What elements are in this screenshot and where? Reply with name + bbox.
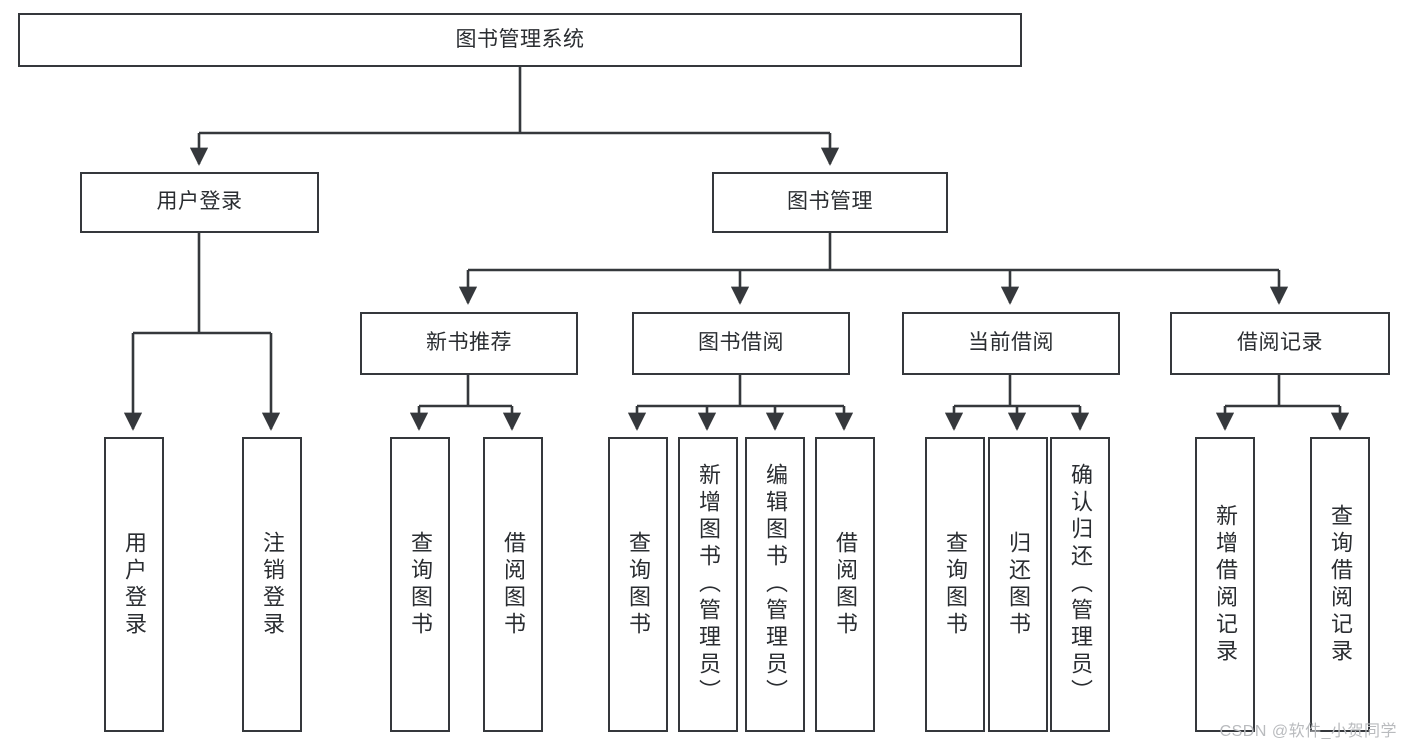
node-current-borrow-label: 当前借阅 [968, 331, 1054, 355]
node-book-borrow[interactable]: 图书借阅 [632, 312, 850, 375]
node-root[interactable]: 图书管理系统 [18, 13, 1022, 67]
node-leaf-add-book[interactable]: 新增图书（管理员） [678, 437, 738, 732]
watermark-text: CSDN @软件_小贺同学 [1219, 723, 1397, 740]
node-leaf-query-book-1[interactable]: 查询图书 [390, 437, 450, 732]
node-leaf-borrow-book-2[interactable]: 借阅图书 [815, 437, 875, 732]
node-borrow-records[interactable]: 借阅记录 [1170, 312, 1390, 375]
node-leaf-query-book-3-label: 查询图书 [943, 530, 968, 639]
node-current-borrow[interactable]: 当前借阅 [902, 312, 1120, 375]
node-leaf-edit-book[interactable]: 编辑图书（管理员） [745, 437, 805, 732]
node-book-management[interactable]: 图书管理 [712, 172, 948, 233]
node-book-borrow-label: 图书借阅 [698, 331, 784, 355]
node-leaf-user-logout[interactable]: 注销登录 [242, 437, 302, 732]
node-user-login-label: 用户登录 [156, 190, 243, 214]
node-leaf-return-book[interactable]: 归还图书 [988, 437, 1048, 732]
node-leaf-borrow-book-2-label: 借阅图书 [833, 530, 858, 639]
node-leaf-add-record-label: 新增借阅记录 [1213, 503, 1238, 666]
node-leaf-user-login[interactable]: 用户登录 [104, 437, 164, 732]
node-leaf-user-login-label: 用户登录 [122, 530, 147, 639]
node-leaf-return-book-label: 归还图书 [1006, 530, 1031, 639]
node-book-management-label: 图书管理 [787, 190, 873, 214]
node-borrow-records-label: 借阅记录 [1237, 331, 1323, 355]
node-new-book-recommend[interactable]: 新书推荐 [360, 312, 578, 375]
node-root-label: 图书管理系统 [455, 27, 585, 51]
node-leaf-confirm-return[interactable]: 确认归还（管理员） [1050, 437, 1110, 732]
node-leaf-edit-book-label: 编辑图书（管理员） [763, 463, 788, 706]
node-leaf-query-book-2-label: 查询图书 [626, 530, 651, 639]
node-leaf-add-book-label: 新增图书（管理员） [696, 463, 721, 706]
node-leaf-borrow-book-1-label: 借阅图书 [501, 530, 526, 639]
node-user-login[interactable]: 用户登录 [80, 172, 319, 233]
node-leaf-confirm-return-label: 确认归还（管理员） [1068, 463, 1093, 706]
node-leaf-query-book-1-label: 查询图书 [408, 530, 433, 639]
node-new-book-recommend-label: 新书推荐 [426, 331, 512, 355]
node-leaf-query-record[interactable]: 查询借阅记录 [1310, 437, 1370, 732]
node-leaf-query-record-label: 查询借阅记录 [1328, 503, 1353, 666]
node-leaf-add-record[interactable]: 新增借阅记录 [1195, 437, 1255, 732]
node-leaf-user-logout-label: 注销登录 [260, 530, 285, 639]
node-leaf-borrow-book-1[interactable]: 借阅图书 [483, 437, 543, 732]
node-leaf-query-book-2[interactable]: 查询图书 [608, 437, 668, 732]
node-leaf-query-book-3[interactable]: 查询图书 [925, 437, 985, 732]
